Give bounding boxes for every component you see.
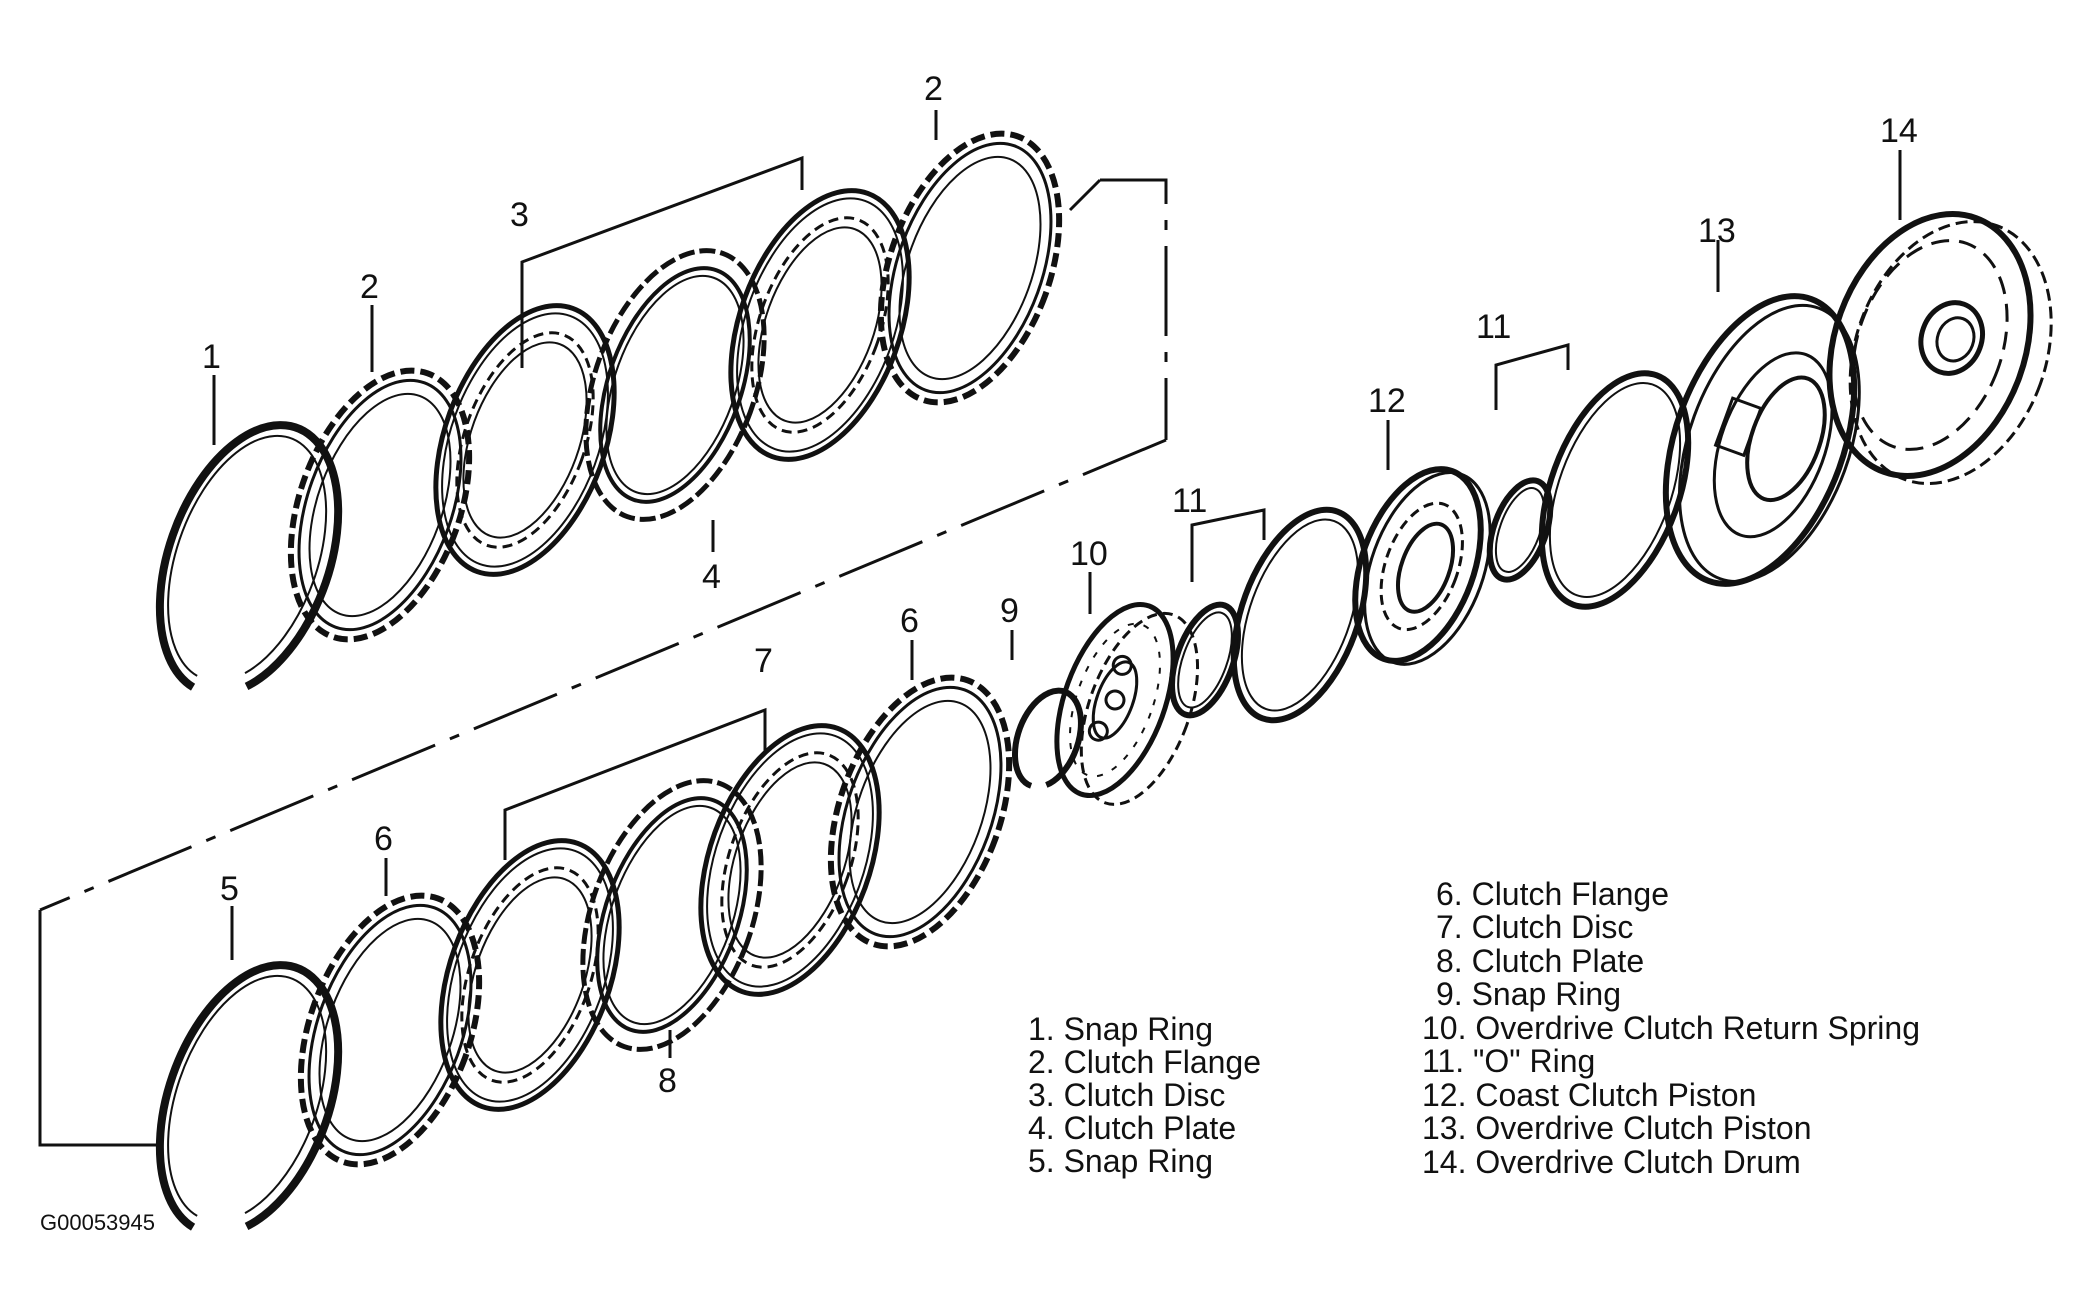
legend-left: 1. Snap Ring 2. Clutch Flange 3. Clutch … (1028, 1011, 1261, 1179)
callout-14: 14 (1880, 112, 1918, 150)
callout-2b: 2 (924, 70, 943, 108)
callout-8: 8 (658, 1062, 677, 1100)
callout-11b: 11 (1476, 308, 1511, 346)
legend-item: 2. Clutch Flange (1028, 1044, 1261, 1080)
legend-item: 11. "O" Ring (1422, 1043, 1595, 1079)
callouts: 1 2 3 4 2 5 6 7 8 6 9 10 11 12 11 13 14 (202, 70, 1918, 1100)
callout-6: 6 (374, 820, 393, 858)
part-14-overdrive-clutch-drum (1826, 211, 2053, 485)
part-1-snap-ring (155, 421, 343, 691)
part-12-coast-clutch-piston (1352, 466, 1492, 666)
legend-item: 7. Clutch Disc (1436, 909, 1633, 945)
legend-right: 6. Clutch Flange 7. Clutch Disc 8. Clutc… (1422, 876, 1920, 1180)
callout-1: 1 (202, 338, 221, 376)
leader-lines (212, 110, 1902, 1058)
legend-item: 1. Snap Ring (1028, 1011, 1213, 1047)
legend-item: 10. Overdrive Clutch Return Spring (1422, 1010, 1920, 1046)
part-6-clutch-flange (267, 871, 513, 1189)
legend-item: 12. Coast Clutch Piston (1422, 1077, 1756, 1113)
callout-4: 4 (702, 558, 721, 596)
part-9-snap-ring (1011, 687, 1084, 789)
legend-item: 9. Snap Ring (1436, 976, 1621, 1012)
figure-id: G00053945 (40, 1210, 155, 1235)
legend-item: 8. Clutch Plate (1436, 943, 1644, 979)
legend-item: 13. Overdrive Clutch Piston (1422, 1110, 1812, 1146)
part-5-snap-ring (155, 961, 343, 1231)
legend-item: 3. Clutch Disc (1028, 1077, 1225, 1113)
part-6-clutch-flange-b (797, 653, 1043, 971)
callout-7: 7 (754, 642, 773, 680)
callout-6b: 6 (900, 602, 919, 640)
callout-10: 10 (1070, 535, 1108, 573)
part-7-clutch-disc-b (667, 701, 913, 1019)
legend-item: 14. Overdrive Clutch Drum (1422, 1144, 1801, 1180)
legend-item: 4. Clutch Plate (1028, 1110, 1236, 1146)
callout-11: 11 (1172, 482, 1207, 520)
part-11-o-ring-large (1230, 506, 1370, 724)
legend-item: 5. Snap Ring (1028, 1143, 1213, 1179)
callout-3: 3 (510, 196, 529, 234)
callout-5: 5 (220, 870, 239, 908)
assembly-boundary (38, 178, 1168, 1147)
legend-item: 6. Clutch Flange (1436, 876, 1669, 912)
callout-13: 13 (1698, 212, 1736, 250)
callout-9: 9 (1000, 592, 1019, 630)
callout-12: 12 (1368, 382, 1406, 420)
part-13-overdrive-clutch-piston (1662, 293, 1861, 587)
callout-2: 2 (360, 268, 379, 306)
